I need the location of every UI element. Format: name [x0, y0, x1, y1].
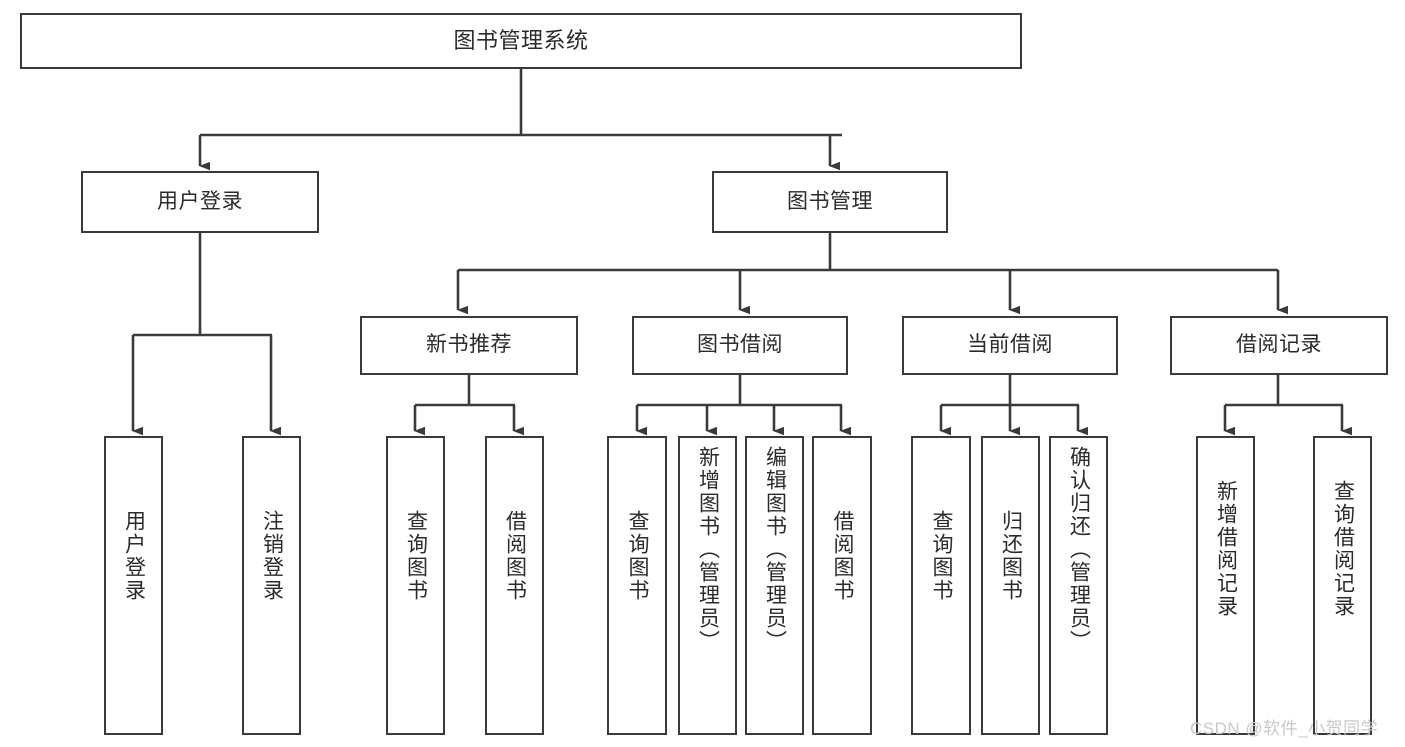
- node-leaf-user-login[interactable]: 用户登录: [104, 436, 163, 735]
- node-label: 注销登录: [260, 510, 284, 602]
- node-label: 查询借阅记录: [1331, 480, 1355, 618]
- node-borrow-record[interactable]: 借阅记录: [1170, 316, 1388, 375]
- node-label: 确认归还（管理员）: [1067, 446, 1091, 653]
- node-leaf-confirm-return-admin[interactable]: 确认归还（管理员）: [1049, 436, 1108, 735]
- node-label: 借阅图书: [503, 510, 527, 602]
- node-leaf-return-book[interactable]: 归还图书: [981, 436, 1040, 735]
- node-label: 新增借阅记录: [1214, 480, 1238, 618]
- node-new-book-recommend[interactable]: 新书推荐: [360, 316, 578, 375]
- node-label: 图书管理系统: [453, 28, 589, 54]
- node-label: 借阅记录: [1236, 333, 1322, 357]
- node-label: 新增图书（管理员）: [696, 446, 720, 653]
- node-label: 当前借阅: [967, 333, 1053, 357]
- node-leaf-add-book-admin[interactable]: 新增图书（管理员）: [678, 436, 737, 735]
- node-leaf-borrow-book-newbook[interactable]: 借阅图书: [485, 436, 544, 735]
- node-book-borrow[interactable]: 图书借阅: [632, 316, 848, 375]
- node-label: 查询图书: [930, 510, 954, 602]
- node-leaf-query-book-current[interactable]: 查询图书: [911, 436, 971, 735]
- node-leaf-borrow-book-borrow[interactable]: 借阅图书: [812, 436, 872, 735]
- node-label: 借阅图书: [831, 510, 855, 602]
- node-label: 用户登录: [122, 510, 146, 602]
- node-leaf-logout[interactable]: 注销登录: [242, 436, 301, 735]
- node-label: 图书借阅: [697, 333, 783, 357]
- node-label: 编辑图书（管理员）: [763, 446, 787, 653]
- node-leaf-add-borrow-record[interactable]: 新增借阅记录: [1196, 436, 1255, 735]
- node-label: 查询图书: [626, 510, 650, 602]
- node-leaf-query-borrow-record[interactable]: 查询借阅记录: [1313, 436, 1372, 735]
- node-book-management[interactable]: 图书管理: [712, 171, 948, 233]
- node-leaf-query-book-borrow[interactable]: 查询图书: [607, 436, 667, 735]
- node-user-login[interactable]: 用户登录: [81, 171, 319, 233]
- node-leaf-edit-book-admin[interactable]: 编辑图书（管理员）: [745, 436, 804, 735]
- node-label: 查询图书: [404, 510, 428, 602]
- node-current-borrow[interactable]: 当前借阅: [902, 316, 1118, 375]
- node-label: 新书推荐: [426, 333, 512, 357]
- node-label: 归还图书: [999, 510, 1023, 602]
- node-root-book-management-system[interactable]: 图书管理系统: [20, 13, 1022, 69]
- node-label: 图书管理: [787, 189, 873, 213]
- csdn-watermark: CSDN @软件_小贺同学: [1190, 719, 1379, 738]
- node-leaf-query-book-newbook[interactable]: 查询图书: [386, 436, 445, 735]
- node-label: 用户登录: [157, 189, 243, 213]
